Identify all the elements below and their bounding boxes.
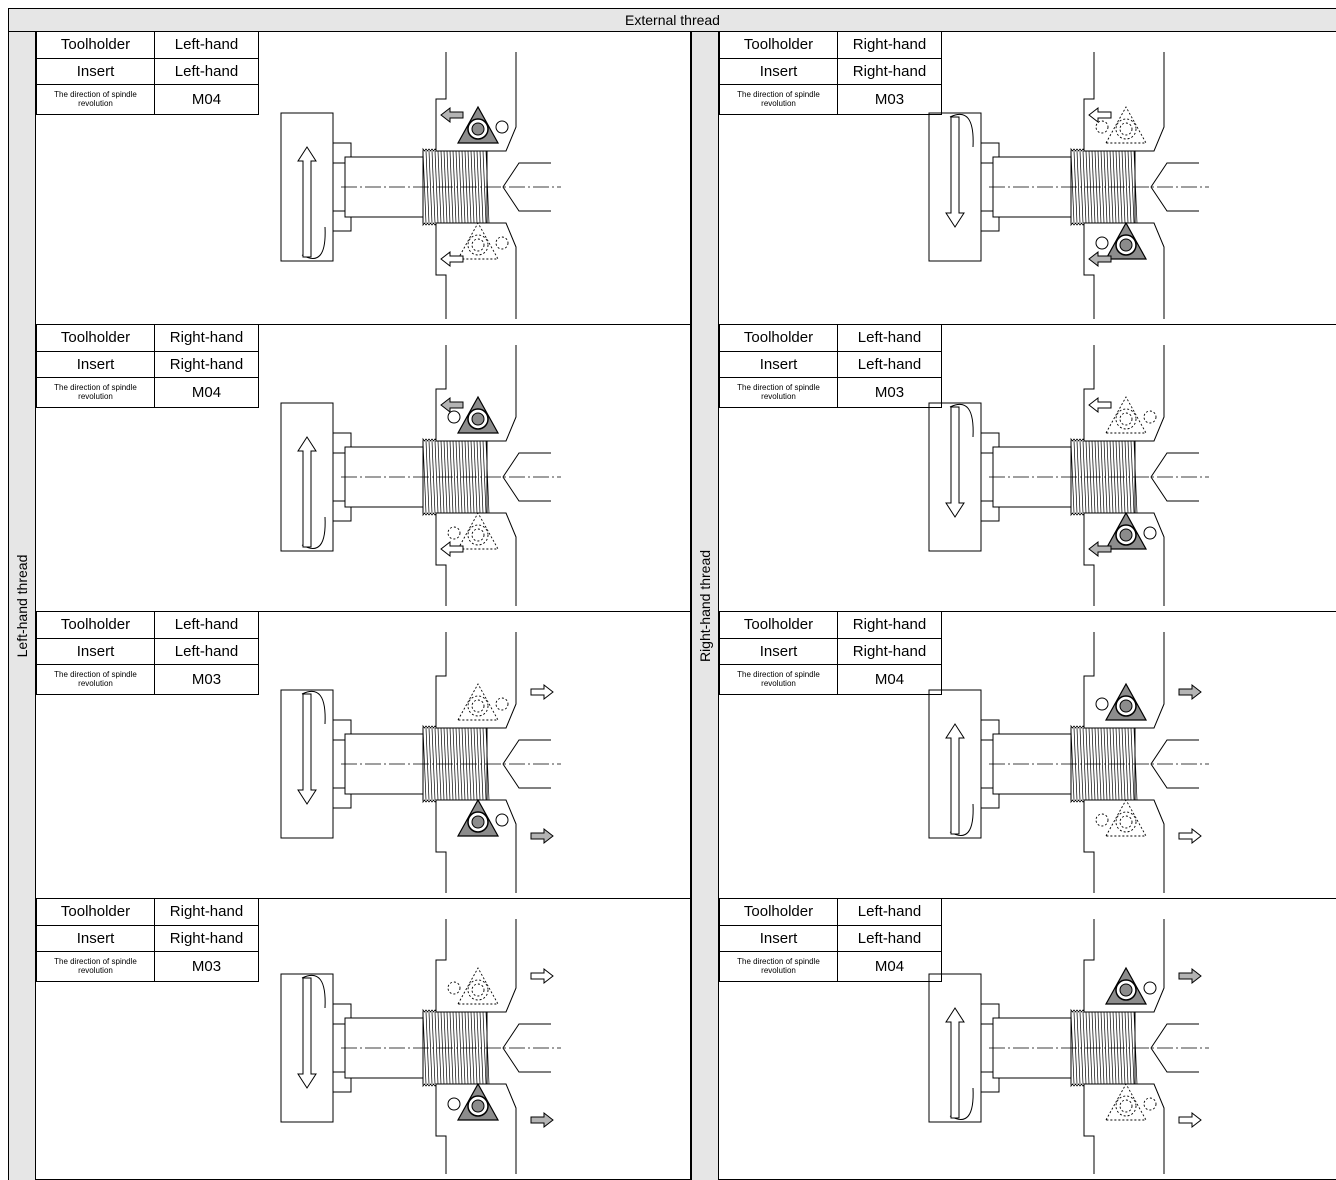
toolholder-value: Left-hand xyxy=(155,612,259,638)
spindle-direction-value: M04 xyxy=(155,84,259,114)
spindle-direction-value: M04 xyxy=(838,951,942,981)
right-case-3: Toolholder Right-hand Insert Right-hand … xyxy=(719,612,1336,899)
toolholder-label: Toolholder xyxy=(37,612,155,638)
toolholder-value: Left-hand xyxy=(838,899,942,925)
spec-table: Toolholder Right-hand Insert Right-hand … xyxy=(36,899,259,982)
spindle-direction-label: The direction of spindle revolution xyxy=(720,84,838,114)
insert-label: Insert xyxy=(720,925,838,951)
toolholder-label: Toolholder xyxy=(720,325,838,351)
insert-value: Right-hand xyxy=(155,925,259,951)
left-hand-thread-label: Left-hand thread xyxy=(8,32,36,1180)
insert-label: Insert xyxy=(37,638,155,664)
left-case-3: Toolholder Left-hand Insert Left-hand Th… xyxy=(36,612,691,899)
top-toolholder xyxy=(436,919,516,1012)
spindle-direction-label: The direction of spindle revolution xyxy=(720,377,838,407)
insert-value: Right-hand xyxy=(155,351,259,377)
spindle-direction-label: The direction of spindle revolution xyxy=(37,664,155,694)
spindle-direction-value: M04 xyxy=(155,377,259,407)
top-toolholder xyxy=(436,632,516,728)
left-hand-thread-text: Left-hand thread xyxy=(14,555,30,658)
spec-table: Toolholder Right-hand Insert Right-hand … xyxy=(719,612,942,695)
insert-label: Insert xyxy=(37,58,155,84)
right-case-1: Toolholder Right-hand Insert Right-hand … xyxy=(719,32,1336,325)
feed-arrow-bottom-icon xyxy=(531,829,553,843)
spec-table: Toolholder Left-hand Insert Left-hand Th… xyxy=(36,32,259,115)
bottom-toolholder xyxy=(436,513,516,606)
spec-table: Toolholder Left-hand Insert Left-hand Th… xyxy=(36,612,259,695)
toolholder-label: Toolholder xyxy=(37,32,155,58)
feed-arrow-bottom-icon xyxy=(531,1113,553,1127)
right-hand-thread-text: Right-hand thread xyxy=(697,550,713,662)
spec-table: Toolholder Right-hand Insert Right-hand … xyxy=(36,325,259,408)
spindle-direction-label: The direction of spindle revolution xyxy=(37,951,155,981)
spindle-direction-value: M04 xyxy=(838,664,942,694)
insert-value: Left-hand xyxy=(838,925,942,951)
toolholder-value: Right-hand xyxy=(155,325,259,351)
toolholder-value: Right-hand xyxy=(838,32,942,58)
insert-value: Left-hand xyxy=(838,351,942,377)
toolholder-value: Left-hand xyxy=(155,32,259,58)
toolholder-value: Right-hand xyxy=(155,899,259,925)
spindle-direction-value: M03 xyxy=(838,84,942,114)
feed-arrow-top-icon xyxy=(1179,685,1201,699)
insert-label: Insert xyxy=(37,925,155,951)
insert-label: Insert xyxy=(37,351,155,377)
toolholder-value: Left-hand xyxy=(838,325,942,351)
spindle-direction-label: The direction of spindle revolution xyxy=(37,84,155,114)
feed-arrow-bottom-icon xyxy=(1179,829,1201,843)
bottom-toolholder xyxy=(1084,1084,1164,1174)
top-toolholder xyxy=(1084,52,1164,151)
right-hand-thread-label: Right-hand thread xyxy=(691,32,719,1180)
toolholder-label: Toolholder xyxy=(720,899,838,925)
toolholder-label: Toolholder xyxy=(720,612,838,638)
right-case-4: Toolholder Left-hand Insert Left-hand Th… xyxy=(719,899,1336,1180)
right-case-2: Toolholder Left-hand Insert Left-hand Th… xyxy=(719,325,1336,612)
top-toolholder xyxy=(1084,345,1164,441)
toolholder-label: Toolholder xyxy=(37,899,155,925)
spindle-direction-value: M03 xyxy=(155,664,259,694)
insert-label: Insert xyxy=(720,351,838,377)
insert-value: Left-hand xyxy=(155,638,259,664)
bottom-toolholder xyxy=(1084,800,1164,893)
spindle-direction-label: The direction of spindle revolution xyxy=(720,664,838,694)
spindle-direction-value: M03 xyxy=(155,951,259,981)
spec-table: Toolholder Left-hand Insert Left-hand Th… xyxy=(719,899,942,982)
insert-value: Left-hand xyxy=(155,58,259,84)
insert-label: Insert xyxy=(720,58,838,84)
spindle-direction-value: M03 xyxy=(838,377,942,407)
left-case-2: Toolholder Right-hand Insert Right-hand … xyxy=(36,325,691,612)
left-case-4: Toolholder Right-hand Insert Right-hand … xyxy=(36,899,691,1180)
toolholder-value: Right-hand xyxy=(838,612,942,638)
toolholder-label: Toolholder xyxy=(720,32,838,58)
insert-label: Insert xyxy=(720,638,838,664)
insert-value: Right-hand xyxy=(838,638,942,664)
external-thread-header: External thread xyxy=(8,8,1336,32)
toolholder-label: Toolholder xyxy=(37,325,155,351)
spec-table: Toolholder Left-hand Insert Left-hand Th… xyxy=(719,325,942,408)
spec-table: Toolholder Right-hand Insert Right-hand … xyxy=(719,32,942,115)
feed-arrow-top-icon xyxy=(1179,969,1201,983)
feed-arrow-top-icon xyxy=(531,685,553,699)
feed-arrow-bottom-icon xyxy=(1179,1113,1201,1127)
spindle-direction-label: The direction of spindle revolution xyxy=(37,377,155,407)
left-case-1: Toolholder Left-hand Insert Left-hand Th… xyxy=(36,32,691,325)
spindle-direction-label: The direction of spindle revolution xyxy=(720,951,838,981)
insert-value: Right-hand xyxy=(838,58,942,84)
feed-arrow-top-icon xyxy=(531,969,553,983)
